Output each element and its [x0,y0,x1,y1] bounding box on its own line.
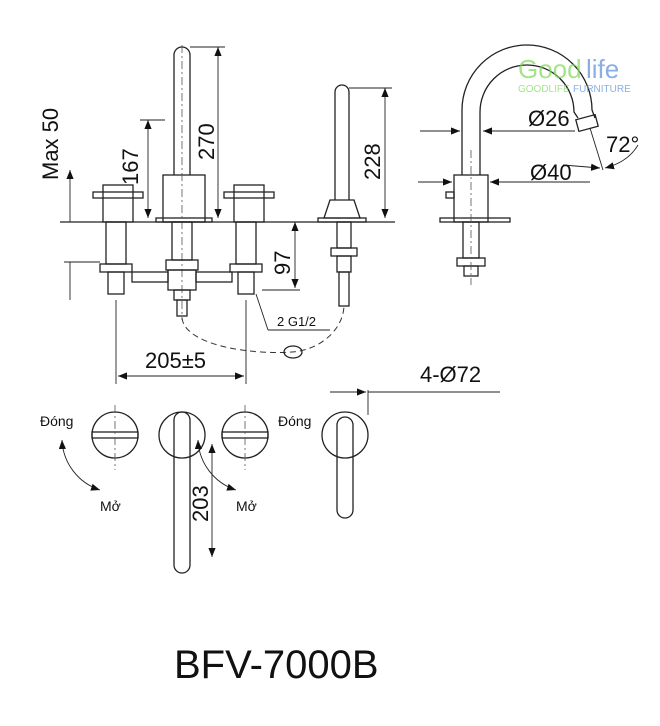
label-open-right: Mở [236,498,257,514]
plan-view [58,388,500,574]
dim-handle-height: 167 [118,148,143,185]
dim-base-diameter: Ø40 [530,160,572,185]
label-open-left: Mở [100,498,121,514]
dim-max-deck: Max 50 [38,108,63,180]
side-view [418,44,639,285]
hand-shower [334,84,350,200]
model-title: BFV-7000B [174,643,379,687]
dim-lever-length: 203 [188,485,213,522]
dim-shank-length: 97 [270,251,295,275]
svg-text:Good: Good [518,54,582,84]
spout-body [162,174,206,223]
dim-shower-height: 228 [360,143,385,180]
spout-arc-outer [461,44,596,175]
left-handle-body [102,184,134,223]
front-view [60,45,395,384]
right-handle-body [233,184,265,223]
dim-angle: 72° [606,132,639,157]
dim-connection: 2 G1/2 [277,314,316,329]
svg-text:GOODLIFE: GOODLIFE [518,84,570,95]
dim-hole-diameter: 4-Ø72 [420,362,481,387]
dim-spout-tube: Ø26 [528,106,570,131]
dim-spout-height: 270 [194,123,219,160]
goodlife-logo: Good life GOODLIFE FURNITURE [518,54,631,95]
dim-spacing: 205±5 [145,348,206,373]
svg-text:FURNITURE: FURNITURE [573,84,631,95]
label-close-right: Đóng [278,413,311,429]
svg-text:life: life [586,54,619,84]
left-handle-lever [92,191,144,199]
right-handle-lever [223,191,275,199]
label-close-left: Đóng [40,413,73,429]
